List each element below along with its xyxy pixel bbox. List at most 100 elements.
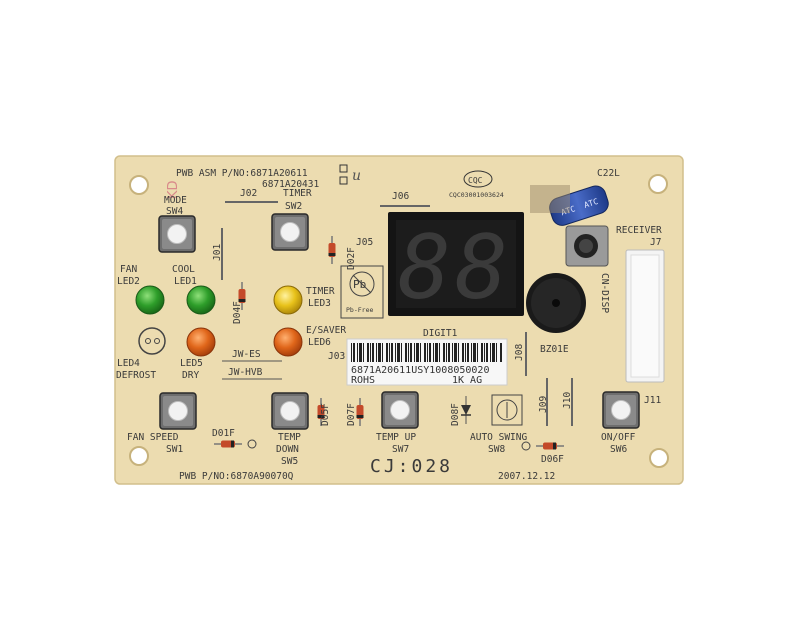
timer-led bbox=[273, 285, 303, 315]
barcode-bar bbox=[452, 343, 453, 362]
pb-free-mark: Pb Pb-Free bbox=[340, 265, 384, 319]
label-j09: J09 bbox=[538, 396, 549, 413]
barcode-bar bbox=[424, 343, 426, 362]
label-timer-led: TIMER bbox=[306, 286, 335, 297]
label-d04f: D04F bbox=[232, 301, 243, 324]
label-temp-up: TEMP UP bbox=[376, 432, 416, 443]
barcode-bar bbox=[397, 343, 400, 362]
cqc-logo: CQC CQC03001003624 bbox=[449, 170, 504, 199]
pcb-board bbox=[114, 155, 684, 485]
label-timer: TIMER bbox=[283, 188, 312, 199]
label-cn-disp: CN-DISP bbox=[599, 273, 610, 313]
label-receiver: RECEIVER bbox=[616, 225, 662, 236]
cqc-code: CQC03001003624 bbox=[449, 191, 504, 199]
barcode-bar bbox=[389, 343, 390, 362]
label-d06f: D06F bbox=[541, 454, 564, 465]
display-digits: 88 bbox=[398, 216, 512, 319]
label-jw-hvb: JW-HVB bbox=[228, 367, 263, 378]
diode-d08f bbox=[461, 396, 471, 424]
svg-text:Pb-Free: Pb-Free bbox=[346, 306, 373, 314]
label-d05f: D05F bbox=[320, 403, 331, 426]
barcode-bar bbox=[414, 343, 415, 362]
barcode-bar bbox=[484, 343, 485, 362]
label-c22l: C22L bbox=[597, 168, 620, 179]
barcode-bar bbox=[376, 343, 377, 362]
svg-text:CQC: CQC bbox=[468, 176, 483, 185]
label-sw6: SW6 bbox=[610, 444, 627, 455]
label-j7: J7 bbox=[650, 237, 661, 248]
auto-swing-switch-footprint[interactable] bbox=[491, 394, 523, 426]
label-defrost: DEFROST bbox=[116, 370, 156, 381]
label-sw7: SW7 bbox=[392, 444, 409, 455]
on-off-switch[interactable] bbox=[602, 391, 640, 429]
esaver-led bbox=[273, 327, 303, 357]
label-esaver: E/SAVER bbox=[306, 325, 346, 336]
label-cool: COOL bbox=[172, 264, 195, 275]
barcode-bar bbox=[427, 343, 428, 362]
barcode-bar bbox=[391, 343, 393, 362]
barcode-bar bbox=[439, 343, 440, 362]
label-bz01e: BZ01E bbox=[540, 344, 569, 355]
fan-speed-switch[interactable] bbox=[159, 392, 197, 430]
mode-switch[interactable] bbox=[158, 215, 196, 253]
barcode-bar bbox=[367, 343, 369, 362]
mounting-hole bbox=[129, 175, 149, 195]
barcode-bar bbox=[405, 343, 407, 362]
temp-down-switch[interactable] bbox=[271, 392, 309, 430]
label-temp: TEMP bbox=[278, 432, 301, 443]
barcode-bar bbox=[454, 343, 457, 362]
model-code: CJ:028 bbox=[370, 456, 453, 477]
barcode-bar bbox=[467, 343, 469, 362]
barcode-bar bbox=[433, 343, 434, 362]
barcode-bar bbox=[443, 343, 445, 362]
label-led3: LED3 bbox=[308, 298, 331, 309]
label-d08f: D08F bbox=[450, 403, 461, 426]
barcode-bar bbox=[378, 343, 381, 362]
barcode-bar bbox=[408, 343, 409, 362]
label-d02f: D02F bbox=[346, 247, 357, 270]
part-number-bottom: PWB P/NO:6870A90070Q bbox=[179, 471, 294, 482]
label-j11: J11 bbox=[644, 395, 661, 406]
label-led4: LED4 bbox=[117, 358, 140, 369]
label-j08: J08 bbox=[514, 344, 525, 361]
label-fan-speed: FAN SPEED bbox=[127, 432, 179, 443]
barcode-bar bbox=[370, 343, 371, 362]
barcode-bar bbox=[462, 343, 464, 362]
label-mode: MODE bbox=[164, 195, 187, 206]
label-j06: J06 bbox=[392, 191, 409, 202]
barcode-bar bbox=[357, 343, 358, 362]
label-j03: J03 bbox=[328, 351, 345, 362]
barcode-bar bbox=[448, 343, 450, 362]
barcode-bar bbox=[486, 343, 488, 362]
seven-segment-display: 88 bbox=[388, 212, 524, 319]
label-j01: J01 bbox=[212, 244, 223, 261]
barcode-bar bbox=[363, 343, 364, 362]
handwritten-mark: u bbox=[352, 168, 361, 184]
label-led2: LED2 bbox=[117, 276, 140, 287]
sticker-rohs: ROHS bbox=[351, 375, 375, 386]
label-down: DOWN bbox=[276, 444, 299, 455]
label-d01f: D01F bbox=[212, 428, 235, 439]
label-jw-es: JW-ES bbox=[232, 349, 261, 360]
label-led6: LED6 bbox=[308, 337, 331, 348]
sticker-serial: 6871A20611USY1008050020 bbox=[351, 365, 489, 376]
label-d07f: D07F bbox=[346, 403, 357, 426]
manufacture-date: 2007.12.12 bbox=[498, 471, 555, 482]
barcode-bar bbox=[465, 343, 466, 362]
barcode-bar bbox=[473, 343, 476, 362]
fan-led bbox=[135, 285, 165, 315]
part-number-top: PWB ASM P/NO:6871A20611 bbox=[176, 168, 308, 179]
cool-led bbox=[186, 285, 216, 315]
barcode-bar bbox=[477, 343, 478, 362]
checkbox-mark bbox=[339, 164, 348, 173]
mounting-hole bbox=[129, 446, 149, 466]
temp-up-switch[interactable] bbox=[381, 391, 419, 429]
barcode-bar bbox=[420, 343, 421, 362]
barcode-bar bbox=[386, 343, 388, 362]
timer-switch[interactable] bbox=[271, 213, 309, 251]
barcode-bar bbox=[435, 343, 438, 362]
barcode-bar bbox=[401, 343, 402, 362]
barcode-bar bbox=[490, 343, 491, 362]
barcode-bar bbox=[382, 343, 383, 362]
